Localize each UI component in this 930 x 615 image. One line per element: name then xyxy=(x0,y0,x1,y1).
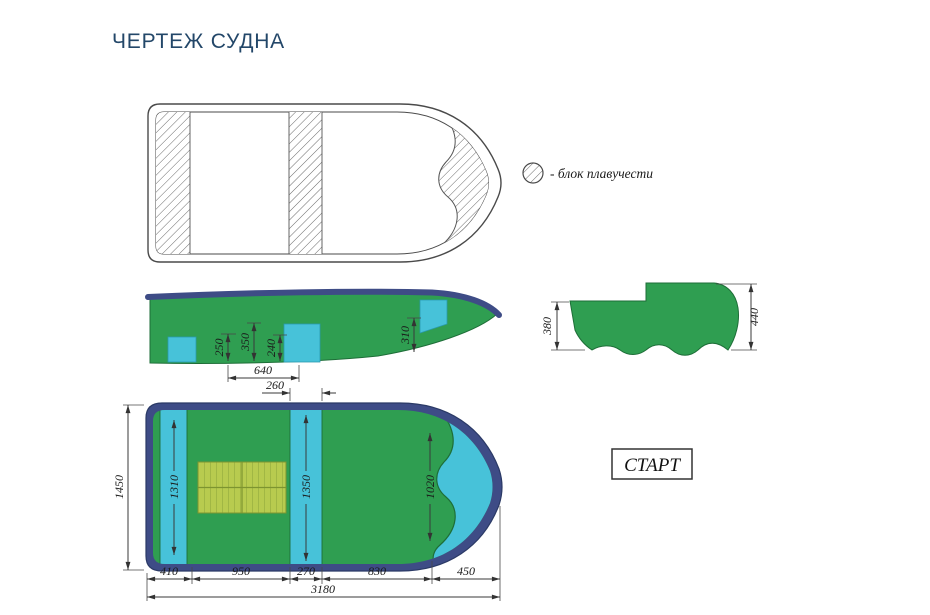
model-badge-box xyxy=(611,448,693,480)
dim-plan-total: 3180 xyxy=(147,582,500,600)
dim-plan-1020: 1020 xyxy=(423,433,437,541)
dim-side-350-label: 350 xyxy=(238,333,252,352)
legend: - блок плавучести xyxy=(522,162,653,184)
plan-bow-edge xyxy=(432,410,456,564)
transom-view: 380 440 xyxy=(540,282,761,356)
plan-hull xyxy=(153,410,493,564)
page-title: ЧЕРТЕЖ СУДНА xyxy=(112,30,285,53)
dim-plan-260: 260 xyxy=(262,378,336,401)
model-badge: СТАРТ xyxy=(611,448,693,480)
transom-shape xyxy=(569,282,739,356)
side-view: 250 350 240 310 640 xyxy=(145,288,502,382)
side-gunwale xyxy=(145,288,502,318)
dim-plan-1350-label: 1350 xyxy=(299,475,313,499)
dim-plan-410-label: 410 xyxy=(160,564,178,578)
legend-hatch-swatch xyxy=(522,162,544,184)
side-bow-block xyxy=(419,299,448,334)
dim-plan-830-label: 830 xyxy=(368,564,386,578)
dim-transom-440-label: 440 xyxy=(747,308,761,326)
plan-view: 260 1450 1310 1350 1020 xyxy=(112,378,503,601)
dim-transom-380: 380 xyxy=(540,301,585,351)
top-view xyxy=(147,103,502,263)
dim-plan-1350: 1350 xyxy=(299,415,313,561)
dim-side-250: 250 xyxy=(212,333,236,361)
dim-plan-260-label: 260 xyxy=(266,378,284,392)
dim-plan-1310-label: 1310 xyxy=(167,475,181,499)
legend-label: - блок плавучести xyxy=(550,166,653,181)
dim-side-240-label: 240 xyxy=(264,339,278,357)
dim-plan-270-label: 270 xyxy=(297,564,315,578)
mid-foam-block xyxy=(289,112,322,254)
dim-plan-950-label: 950 xyxy=(232,564,250,578)
dim-plan-1450: 1450 xyxy=(112,404,144,571)
dim-plan-3180-label: 3180 xyxy=(310,582,335,596)
dim-plan-bottom-chain: 410 950 270 830 450 xyxy=(146,506,501,601)
dim-side-640: 640 xyxy=(227,363,300,382)
topview-hull-outer xyxy=(147,103,502,263)
dim-plan-1310: 1310 xyxy=(167,420,181,555)
plan-floorboard xyxy=(197,461,287,514)
dim-plan-1450-label: 1450 xyxy=(112,475,126,499)
dim-transom-380-label: 380 xyxy=(540,317,554,336)
dim-plan-450-label: 450 xyxy=(457,564,475,578)
dim-side-310-label: 310 xyxy=(398,326,412,345)
stern-foam-block xyxy=(156,112,190,254)
dim-side-310: 310 xyxy=(398,317,421,352)
dim-side-350: 350 xyxy=(238,322,261,361)
dim-transom-440: 440 xyxy=(716,283,761,351)
model-badge-label: СТАРТ xyxy=(624,455,681,476)
dim-side-250-label: 250 xyxy=(212,339,226,357)
dim-side-640-label: 640 xyxy=(254,363,272,377)
side-stern-block xyxy=(167,336,197,363)
dim-plan-1020-label: 1020 xyxy=(423,475,437,499)
dim-side-240: 240 xyxy=(264,334,287,361)
side-mid-block xyxy=(283,323,321,363)
